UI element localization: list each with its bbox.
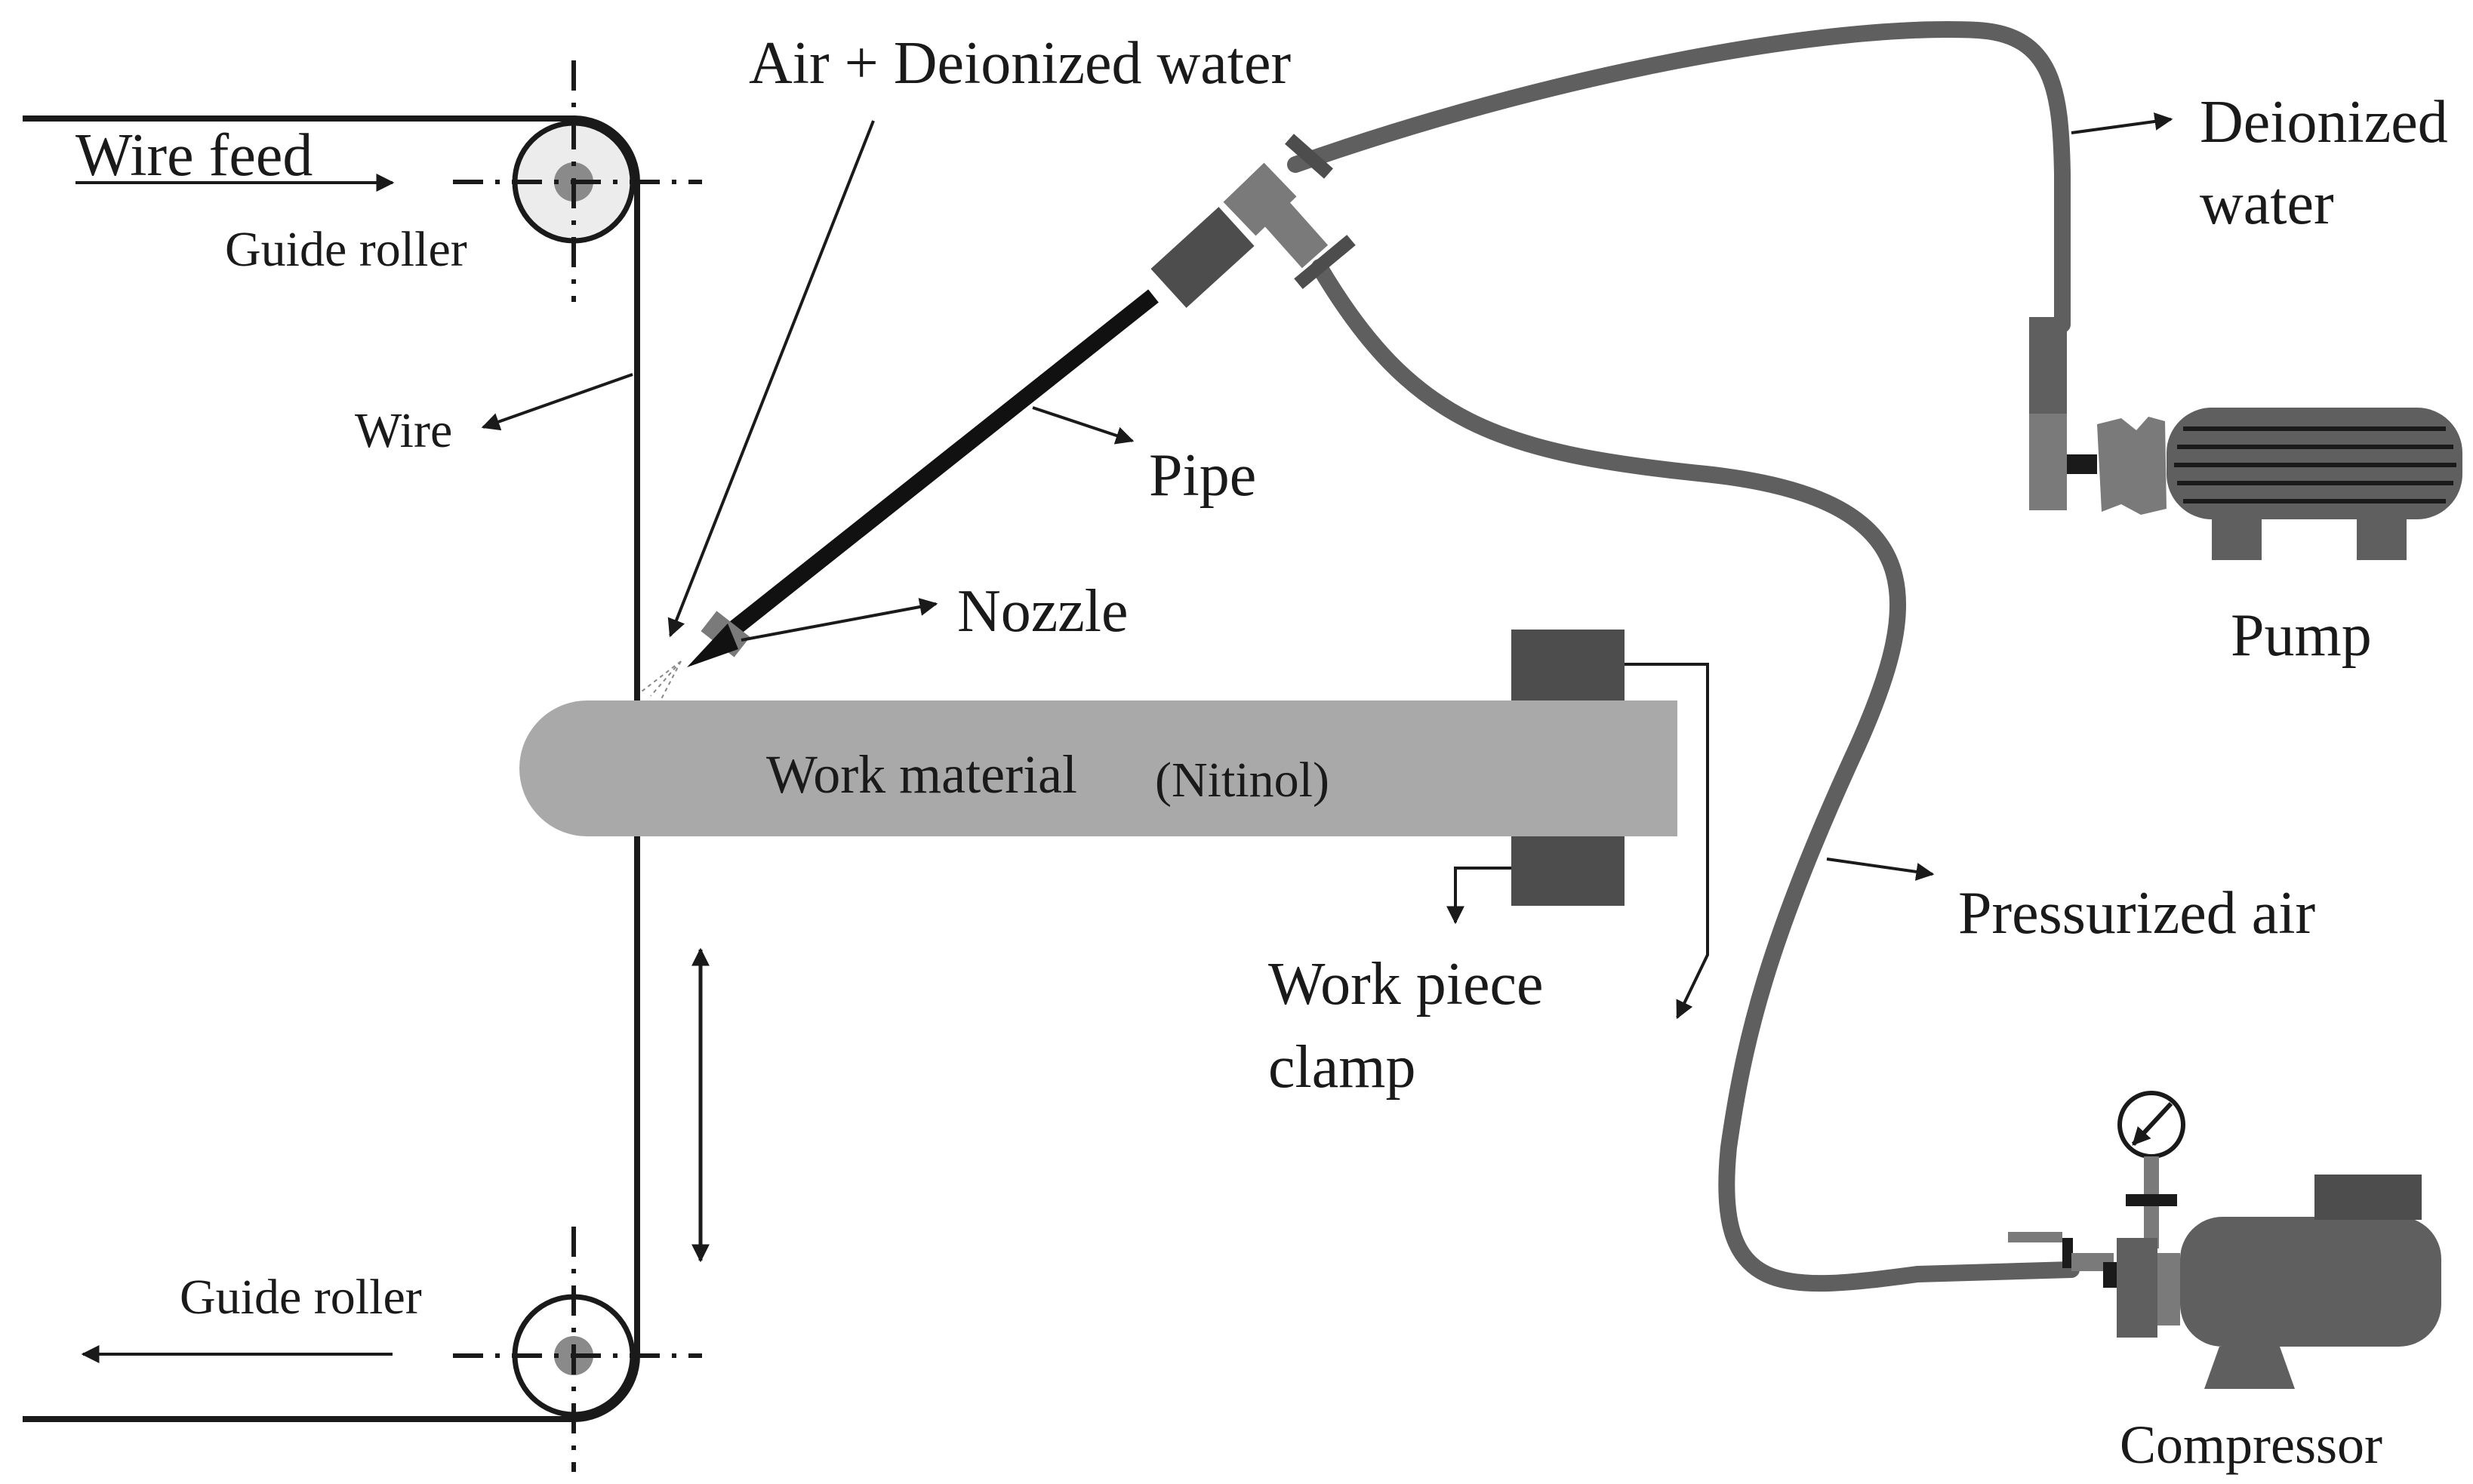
wire-feed-label: Wire feed [75, 122, 313, 189]
air-water-leader [667, 120, 875, 638]
deionized-water-label-line1: Deionized [2200, 89, 2448, 155]
pump-label: Pump [2231, 602, 2372, 669]
spray-icon [641, 660, 682, 700]
pressurized-air-label: Pressurized air [1958, 880, 2315, 947]
air-deionized-water-label: Air + Deionized water [749, 30, 1291, 97]
pipe [724, 289, 1159, 639]
compressor-icon [2008, 1091, 2441, 1389]
guide-roller-top-label: Guide roller [225, 222, 467, 277]
work-material [519, 700, 1677, 836]
nozzle-leader [741, 598, 938, 642]
deionized-water-hose [1287, 21, 2071, 333]
guide-roller-bottom-label: Guide roller [180, 1270, 422, 1325]
clamp-leader-bottom [1446, 867, 1511, 925]
compressor-label: Compressor [2120, 1415, 2382, 1475]
guide-roller-top [453, 60, 702, 302]
work-piece-clamp-label-line2: clamp [1268, 1034, 1415, 1101]
nozzle [687, 611, 750, 667]
pressurized-air-leader [1826, 857, 1935, 881]
pipe-label: Pipe [1149, 442, 1256, 509]
deionized-water-label-line2: water [2200, 171, 2334, 237]
work-piece-clamp [1511, 630, 1625, 906]
work-material-label: Work material [766, 744, 1077, 805]
wire-leader [481, 373, 633, 431]
work-piece-clamp-label-line1: Work piece [1268, 951, 1544, 1018]
pressurized-air-hose [1311, 259, 2080, 1292]
wire-label: Wire [355, 403, 452, 458]
t-fitting [1150, 134, 1356, 308]
pipe-leader [1032, 406, 1135, 445]
pump-icon [2029, 317, 2462, 560]
clamp-leader-right [1625, 663, 1709, 1020]
nitinol-label: (Nitinol) [1155, 753, 1329, 808]
nozzle-label: Nozzle [957, 578, 1129, 645]
deionized-water-leader [2071, 112, 2173, 134]
guide-roller-bottom [453, 1227, 702, 1472]
